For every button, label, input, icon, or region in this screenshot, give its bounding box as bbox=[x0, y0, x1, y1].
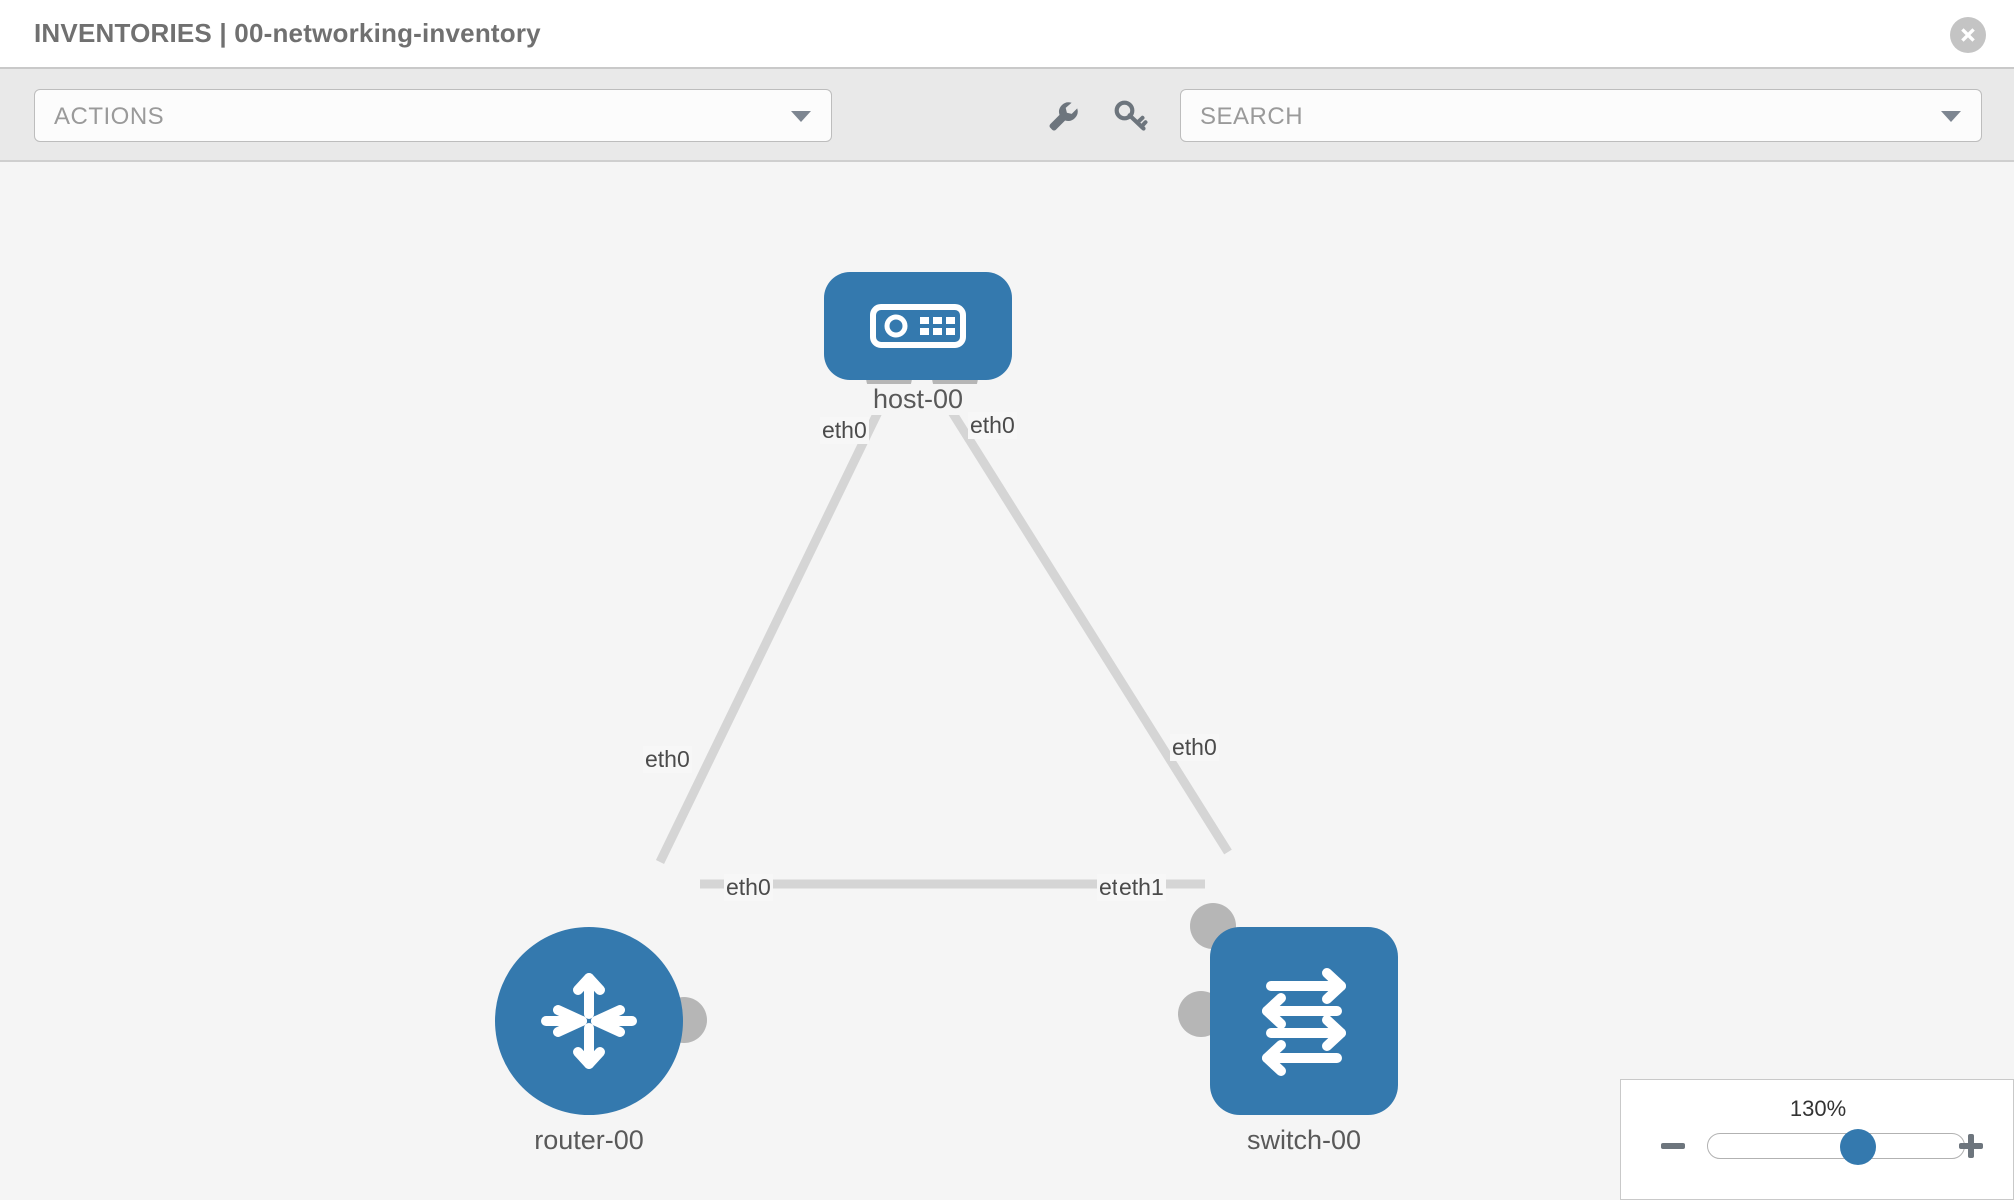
switch-node-shape bbox=[1210, 927, 1398, 1115]
server-device-icon bbox=[870, 304, 966, 348]
wrench-icon[interactable] bbox=[1036, 89, 1088, 141]
actions-dropdown[interactable]: ACTIONS bbox=[34, 89, 832, 142]
zoom-slider-thumb[interactable] bbox=[1839, 1129, 1876, 1165]
zoom-slider-track[interactable] bbox=[1707, 1129, 1965, 1165]
page-title: INVENTORIES | 00-networking-inventory bbox=[34, 18, 541, 48]
zoom-control-panel: 130% bbox=[1620, 1079, 2014, 1200]
topology-node-label-router-00: router-00 bbox=[489, 1125, 689, 1156]
chevron-down-icon bbox=[791, 111, 811, 122]
close-icon[interactable] bbox=[1950, 17, 1986, 53]
topology-node-label-switch-00: switch-00 bbox=[1204, 1125, 1404, 1156]
topology-node-label-host-00: host-00 bbox=[818, 384, 1018, 415]
key-icon[interactable] bbox=[1104, 89, 1156, 141]
toolbar: ACTIONS SEARCH bbox=[0, 69, 2014, 162]
edge-label-router-host-eth0: eth0 bbox=[643, 746, 692, 773]
router-four-arrows-icon bbox=[541, 973, 637, 1069]
edge-label-switch-router-eth1: eth1 bbox=[1117, 874, 1166, 901]
zoom-level-value: 130% bbox=[1789, 1096, 1847, 1121]
plus-icon[interactable] bbox=[1955, 1130, 1987, 1162]
edge-label-switch-host-eth0: eth0 bbox=[1170, 734, 1219, 761]
page-header: INVENTORIES | 00-networking-inventory bbox=[0, 0, 2014, 69]
search-placeholder: SEARCH bbox=[1200, 103, 1304, 130]
edge-label-router-switch-eth0: eth0 bbox=[724, 874, 773, 901]
edge-label-host-switch-eth0: eth0 bbox=[968, 412, 1017, 439]
edge-label-host-router-eth0: eth0 bbox=[820, 417, 869, 444]
actions-dropdown-label: ACTIONS bbox=[54, 103, 165, 130]
host-node-shape bbox=[824, 272, 1012, 380]
chevron-down-icon bbox=[1941, 111, 1961, 122]
topology-graph: host-00 router-00 bbox=[0, 162, 2014, 1200]
topology-canvas[interactable]: host-00 router-00 bbox=[0, 162, 2014, 1200]
router-node-shape bbox=[495, 927, 683, 1115]
search-input[interactable]: SEARCH bbox=[1180, 89, 1982, 142]
minus-icon[interactable] bbox=[1657, 1130, 1689, 1162]
switch-exchange-arrows-icon bbox=[1262, 968, 1346, 1076]
